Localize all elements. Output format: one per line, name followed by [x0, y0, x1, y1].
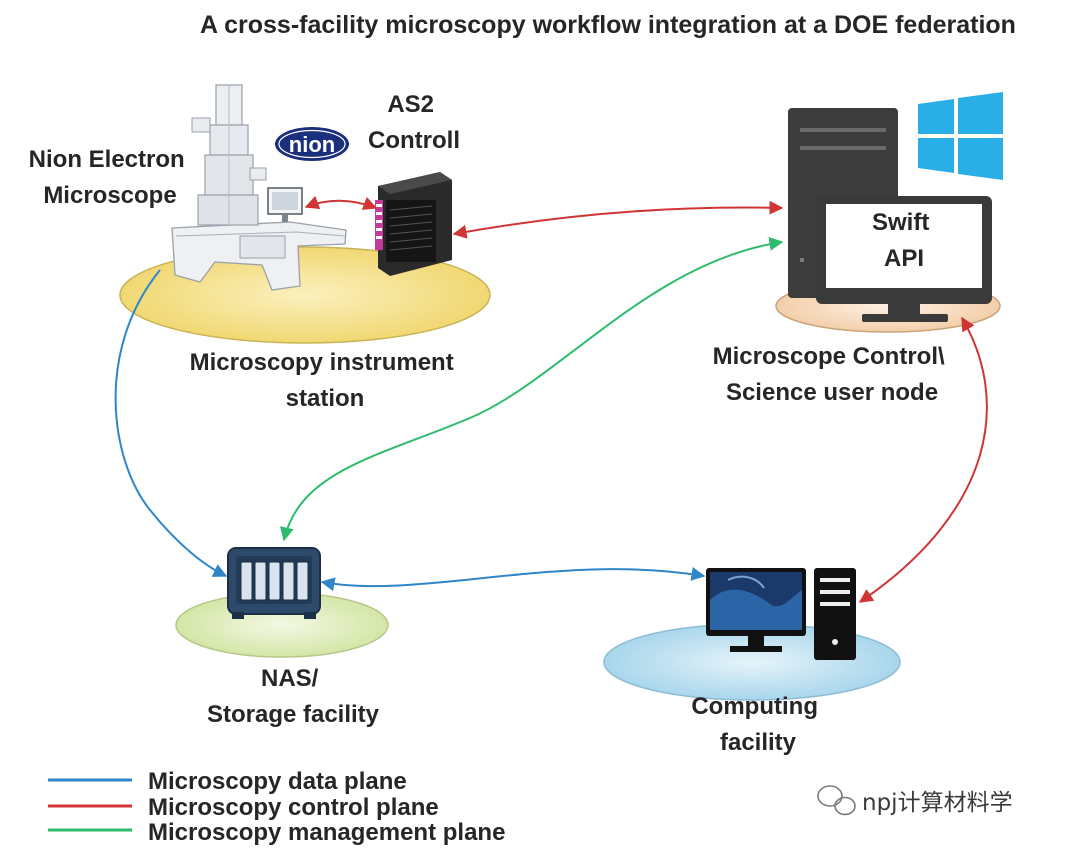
control-node-label-line-2: Science user node — [726, 379, 938, 406]
swift-api-label: Swift API — [872, 209, 936, 272]
instrument-station-label-line-1: Microscopy instrument — [190, 349, 454, 376]
microscope-label-line-2: Microscope — [43, 182, 176, 209]
as2-label-line-1: AS2 — [387, 91, 434, 118]
nion-logo-text: nion — [289, 132, 335, 157]
as2-label: AS2 Controll — [368, 91, 460, 154]
swift-api-label-line-2: API — [884, 245, 924, 272]
nas-storage-device — [227, 547, 321, 619]
wechat-icon — [817, 785, 856, 816]
as2-controller-cabinet — [375, 172, 452, 276]
microscope-label: Nion Electron Microscope — [29, 146, 192, 209]
control-link-as2-control-node — [452, 200, 784, 239]
data-link-microscope-nas — [114, 269, 228, 577]
nion-logo: nion — [275, 127, 349, 161]
windows-logo-icon — [918, 92, 1003, 180]
legend-label-management-plane: Microscopy management plane — [148, 819, 505, 846]
as2-label-line-2: Controll — [368, 127, 460, 154]
watermark-text: npj计算材料学 — [862, 790, 1013, 816]
control-node-computer — [788, 108, 992, 322]
legend-label-control-plane: Microscopy control plane — [148, 794, 439, 821]
nas-label: NAS/ Storage facility — [207, 665, 380, 728]
diagram-title: A cross-facility microscopy workflow int… — [200, 11, 1016, 39]
management-link-control-node-nas — [279, 236, 784, 542]
nas-label-line-2: Storage facility — [207, 701, 380, 728]
swift-api-label-line-1: Swift — [872, 209, 929, 236]
legend: Microscopy data plane Microscopy control… — [48, 768, 505, 846]
computing-facility-computer — [706, 568, 856, 660]
legend-label-data-plane: Microscopy data plane — [148, 768, 407, 795]
watermark: npj计算材料学 — [817, 785, 1013, 816]
data-link-nas-computing — [320, 567, 706, 592]
instrument-station-label: Microscopy instrument station — [190, 349, 461, 412]
microscope-label-line-1: Nion Electron — [29, 146, 185, 173]
computing-label-line-2: facility — [720, 729, 797, 756]
instrument-station-label-line-2: station — [286, 385, 365, 412]
nas-label-line-1: NAS/ — [261, 665, 319, 692]
control-node-label: Microscope Control\ Science user node — [713, 343, 952, 406]
computing-label-line-1: Computing — [691, 693, 818, 720]
control-link-microscope-as2 — [304, 195, 378, 210]
control-node-label-line-1: Microscope Control\ — [713, 343, 945, 370]
control-link-control-node-computing — [858, 316, 988, 603]
computing-label: Computing facility — [691, 693, 824, 756]
